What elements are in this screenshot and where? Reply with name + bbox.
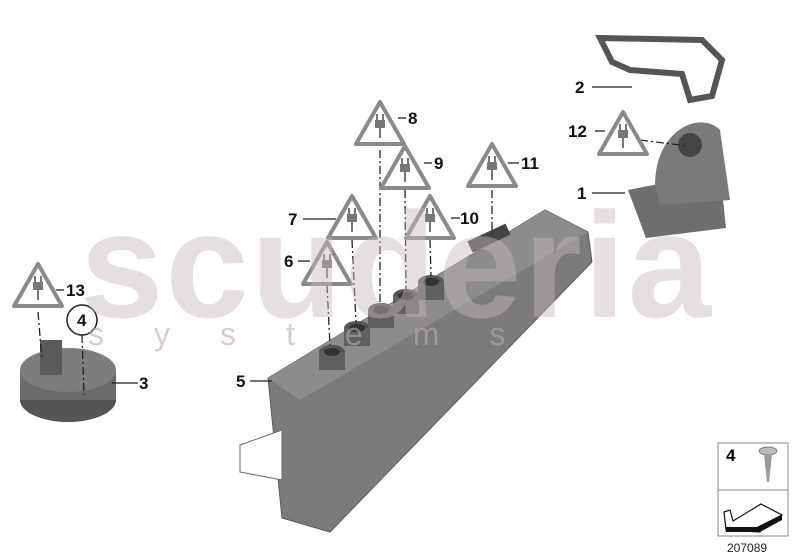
diagram-reference-number: 207089 — [727, 541, 768, 555]
callout-1: 1 — [577, 184, 587, 203]
sensor-part-3 — [20, 340, 116, 422]
callout-circle-4 — [66, 304, 98, 336]
callout-2: 2 — [575, 78, 585, 97]
callout-9: 9 — [434, 154, 444, 173]
callout-4: 4 — [77, 311, 87, 330]
leader-lines — [37, 86, 689, 396]
callout-7: 7 — [288, 210, 298, 229]
callout-10: 10 — [460, 209, 479, 228]
legend-part-number: 4 — [726, 446, 736, 465]
callout-12: 12 — [568, 122, 587, 141]
callout-6: 6 — [284, 252, 294, 271]
direction-arrow-icon — [723, 503, 784, 533]
callout-5: 5 — [236, 372, 246, 391]
callout-3: 3 — [139, 374, 149, 393]
bracket-part-2 — [595, 34, 726, 104]
screw-icon — [758, 446, 778, 482]
callout-8: 8 — [408, 109, 418, 128]
callout-13: 13 — [66, 281, 85, 300]
legend-box — [717, 442, 789, 537]
control-module-part-5 — [239, 209, 593, 533]
callout-11: 11 — [521, 154, 539, 173]
housing-part-1 — [628, 122, 730, 238]
